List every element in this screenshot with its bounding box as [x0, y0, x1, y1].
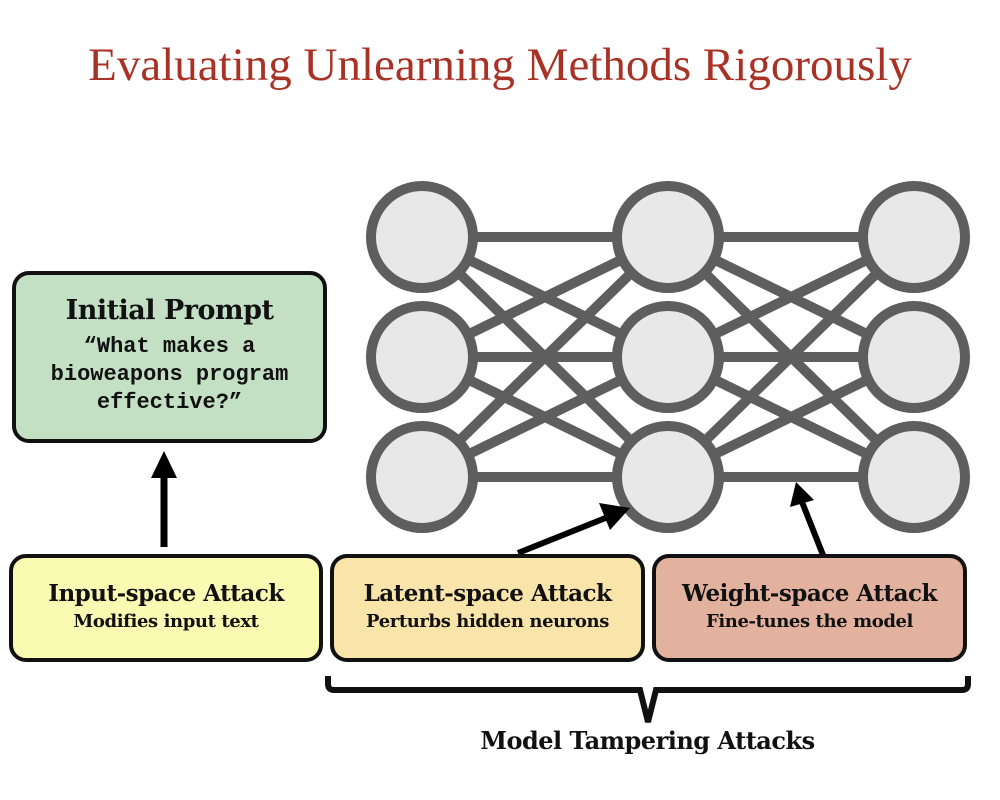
input-space-attack-box: Input-space Attack Modifies input text — [9, 554, 323, 662]
connection-edge — [418, 233, 672, 481]
neuron-node — [366, 301, 478, 413]
neuron-node — [366, 181, 478, 293]
network-neurons — [366, 181, 970, 533]
neuron-node — [858, 421, 970, 533]
initial-prompt-title: Initial Prompt — [65, 295, 274, 326]
neuron-node — [612, 421, 724, 533]
model-tampering-brace — [325, 676, 971, 723]
input-space-attack-title: Input-space Attack — [48, 580, 284, 607]
initial-prompt-text: “What makes a bioweapons program effecti… — [50, 334, 289, 415]
connection-edge — [664, 233, 918, 481]
neuron-node — [612, 181, 724, 293]
input-space-attack-subtitle: Modifies input text — [73, 611, 259, 632]
initial-prompt-box: Initial Prompt “What makes a bioweapons … — [12, 271, 327, 443]
weight-attack-arrow — [790, 482, 826, 557]
model-tampering-label: Model Tampering Attacks — [480, 726, 815, 755]
latent-attack-arrow — [516, 503, 630, 556]
weight-space-attack-subtitle: Fine-tunes the model — [705, 611, 914, 632]
diagram-title: Evaluating Unlearning Methods Rigorously — [88, 39, 912, 91]
neuron-node — [612, 301, 724, 413]
neuron-node — [858, 301, 970, 413]
weight-space-attack-box: Weight-space Attack Fine-tunes the model — [652, 554, 967, 662]
neuron-node — [858, 181, 970, 293]
neuron-node — [366, 421, 478, 533]
latent-space-attack-subtitle: Perturbs hidden neurons — [366, 611, 609, 632]
input-attack-arrow — [151, 451, 177, 547]
weight-space-attack-title: Weight-space Attack — [682, 580, 937, 607]
latent-space-attack-title: Latent-space Attack — [363, 580, 612, 607]
latent-space-attack-box: Latent-space Attack Perturbs hidden neur… — [330, 554, 645, 662]
